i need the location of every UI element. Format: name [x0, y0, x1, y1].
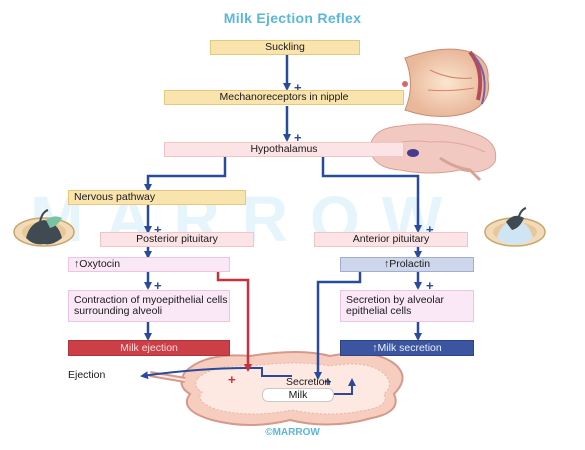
mechanoreceptors-box: Mechanoreceptors in nipple — [164, 90, 404, 105]
left-gland-illustration — [13, 209, 75, 247]
nervous-pathway-box: Nervous pathway — [68, 190, 246, 205]
plus-sign: + — [294, 80, 302, 95]
prolactin-box: ↑Prolactin — [340, 257, 474, 272]
plus-sign: + — [294, 130, 302, 145]
milk-secretion-box: ↑Milk secretion — [340, 340, 474, 356]
breast-illustration — [402, 48, 490, 118]
plus-sign: + — [154, 278, 162, 293]
contraction-box: Contraction of myoepithelial cells surro… — [68, 290, 230, 322]
anterior-pituitary-box: Anterior pituitary — [314, 232, 468, 247]
secretion-label: Secretion — [286, 376, 331, 388]
plus-sign: + — [154, 222, 162, 237]
brain-illustration — [369, 123, 497, 182]
plus-sign: + — [228, 372, 236, 387]
suckling-box: Suckling — [210, 40, 360, 55]
plus-sign: + — [426, 222, 434, 237]
right-gland-illustration — [484, 207, 546, 247]
copyright-footer: ©MARROW — [265, 427, 320, 438]
diagram-title: Milk Ejection Reflex — [223, 10, 362, 26]
milk-label: Milk — [262, 388, 334, 402]
ejection-label: Ejection — [68, 369, 106, 381]
hypothalamus-box: Hypothalamus — [164, 142, 404, 157]
secretion-by-box: Secretion by alveolar epithelial cells — [340, 290, 474, 322]
plus-sign: + — [324, 374, 332, 389]
posterior-pituitary-box: Posterior pituitary — [100, 232, 254, 247]
milk-ejection-box: Milk ejection — [68, 340, 230, 356]
plus-sign: + — [426, 278, 434, 293]
oxytocin-box: ↑Oxytocin — [68, 257, 230, 272]
